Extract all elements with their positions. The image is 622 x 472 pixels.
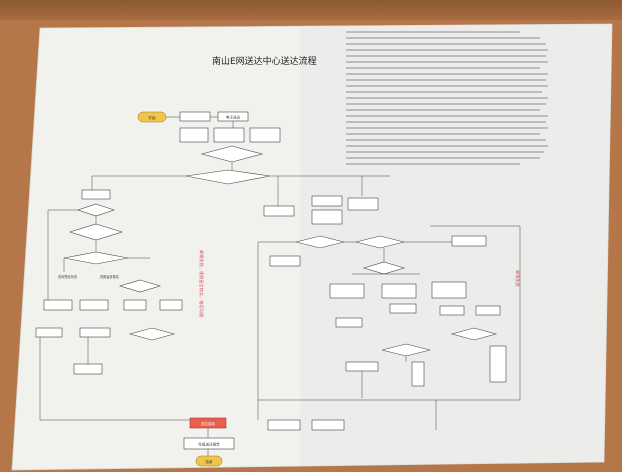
red-annotation-left: 邮寄失败，视频留言核实，电话沟通 bbox=[198, 250, 205, 318]
red-annotation-right: 邮寄失败 bbox=[514, 270, 521, 288]
decision-2 bbox=[185, 169, 271, 185]
end-node bbox=[195, 455, 223, 467]
start-label: 开始 bbox=[148, 115, 156, 120]
report-node bbox=[183, 437, 235, 450]
svg-text:邮寄失败，视频留言核实，电话沟通: 邮寄失败，视频留言核实，电话沟通 bbox=[198, 250, 205, 318]
report-label: 生成送达报告 bbox=[198, 442, 220, 447]
svg-text:查询签收状态: 查询签收状态 bbox=[58, 274, 78, 279]
node-electronic: 电子送达 bbox=[226, 115, 241, 120]
svg-text:视频留言核实: 视频留言核实 bbox=[100, 274, 119, 279]
desk-background-top bbox=[0, 0, 622, 20]
end-label: 结束 bbox=[205, 459, 213, 464]
svg-text:邮寄失败: 邮寄失败 bbox=[514, 270, 521, 288]
success-label: 送达成功 bbox=[201, 421, 216, 426]
right-text-block bbox=[346, 31, 548, 165]
flowchart-title: 南山E网送达中心送达流程 bbox=[212, 55, 317, 67]
